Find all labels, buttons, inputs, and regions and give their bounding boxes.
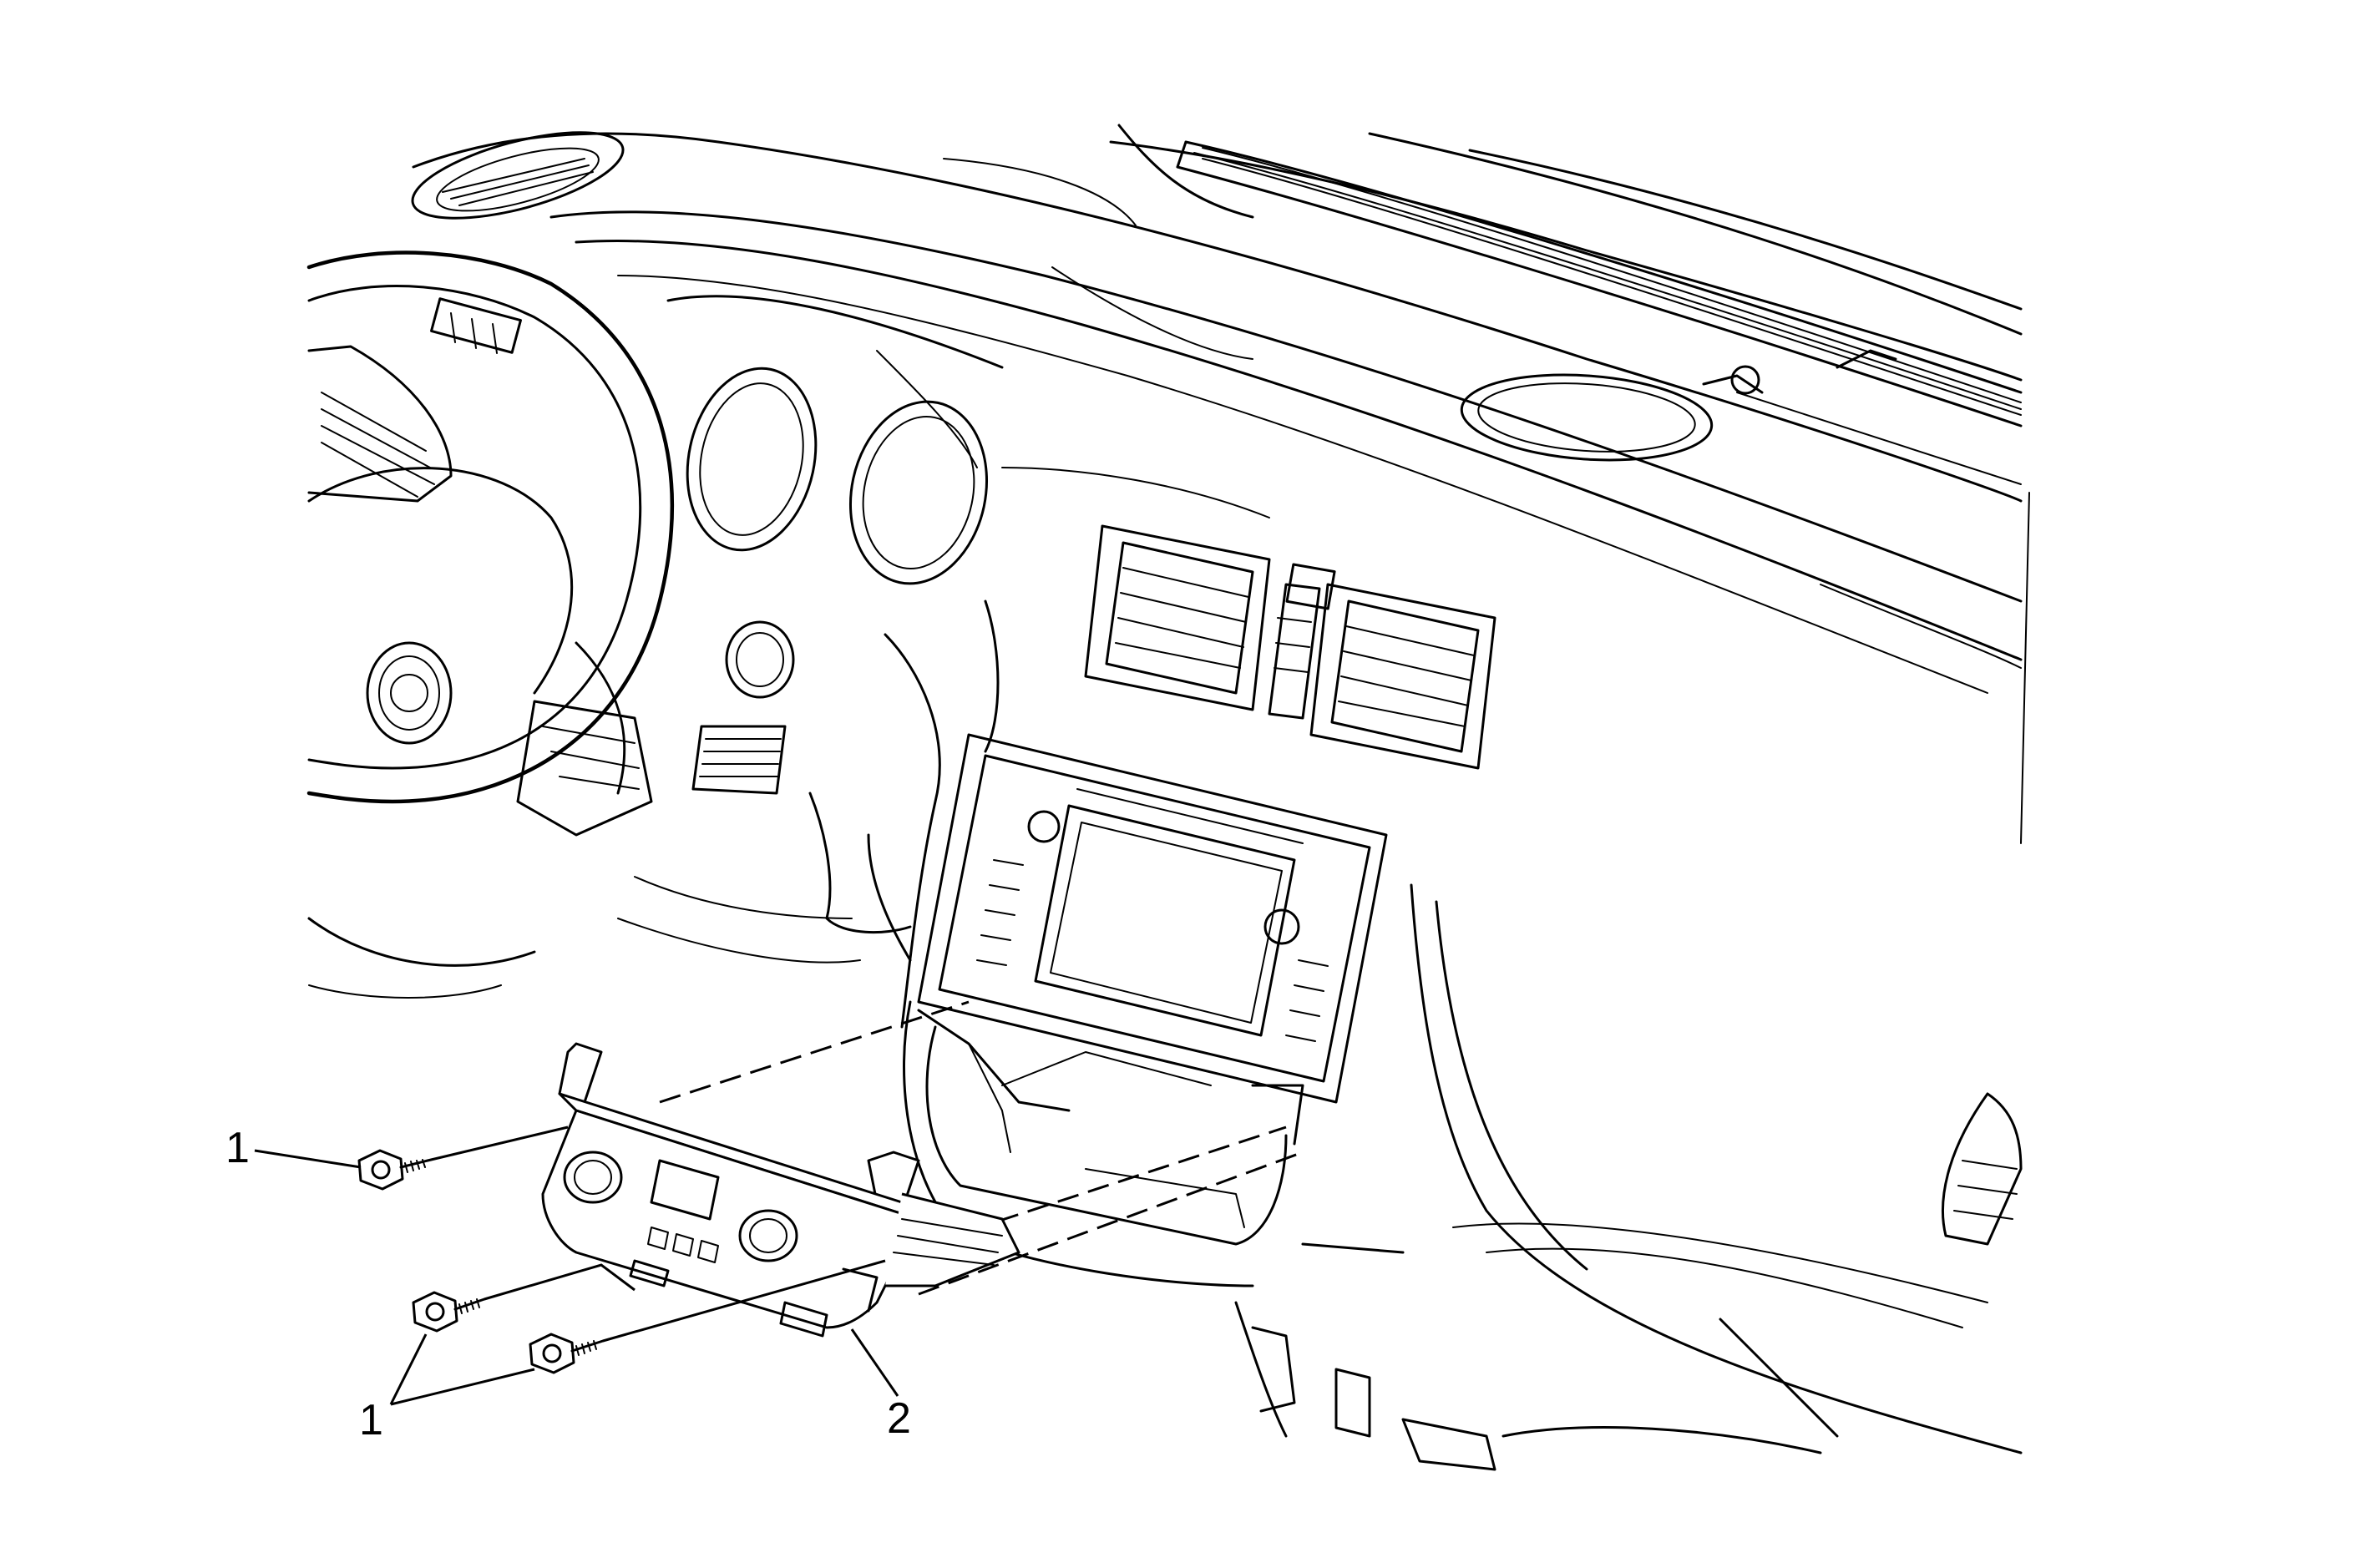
center-air-vents: [1084, 524, 1496, 770]
screw-fastener-bottom: [529, 1333, 605, 1374]
callout-number-1-top: 1: [225, 1124, 250, 1172]
steering-wheel: [306, 250, 675, 999]
instrument-panel-upper: [412, 124, 2030, 844]
callout-number-1-bottom: 1: [359, 1396, 383, 1444]
left-vent: [307, 297, 522, 503]
fastener-alignment-lines: [427, 1126, 886, 1343]
callout-number-2: 2: [887, 1394, 911, 1443]
instrument-cluster: [666, 295, 1004, 585]
radio-navigation-unit: [917, 733, 1388, 1112]
hvac-control-module: [541, 1042, 1020, 1338]
headlamp-switch: [691, 620, 795, 795]
screw-fastener-top: [357, 1149, 429, 1191]
callout-leaders: [254, 1149, 899, 1406]
defroster-grille: [1176, 140, 2023, 485]
screw-fastener-middle: [412, 1291, 486, 1333]
lower-dash-console: [617, 599, 2023, 1471]
left-speaker-grille: [411, 131, 625, 220]
dash-oval-panel: [1460, 365, 1760, 462]
